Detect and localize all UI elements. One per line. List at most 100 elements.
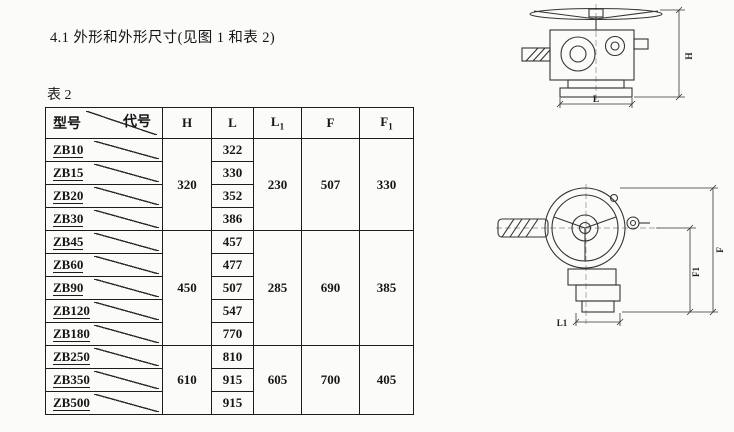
l-value-cell: 386 bbox=[211, 207, 254, 231]
table-row: ZB10 320 322 230 507 330 bbox=[45, 138, 414, 231]
handwheel-icon bbox=[529, 7, 663, 30]
f-value-cell: 690 bbox=[301, 230, 360, 346]
model-cell: ZB30 bbox=[45, 207, 163, 231]
dimension-l1 bbox=[572, 313, 624, 326]
motor-housing bbox=[497, 218, 549, 238]
l-value-cell: 322 bbox=[211, 138, 254, 162]
model-label: ZB20 bbox=[53, 187, 84, 205]
model-cell: ZB15 bbox=[45, 161, 163, 185]
dimension-h bbox=[634, 6, 685, 101]
dim-label-h: H bbox=[685, 52, 695, 60]
cell-diagonal bbox=[94, 302, 159, 320]
table-header-row: 型号 代号 H L L1 F F1 bbox=[45, 107, 414, 139]
l-value-cell: 915 bbox=[211, 368, 254, 392]
col-header-l1-sub: 1 bbox=[279, 121, 285, 132]
figure-front-view: H L bbox=[521, 4, 695, 108]
model-label: ZB15 bbox=[53, 164, 84, 182]
col-header-f: F bbox=[301, 107, 360, 139]
table-row: ZB180 770 bbox=[45, 322, 414, 346]
model-cell: ZB250 bbox=[45, 345, 163, 369]
l1-value-cell: 605 bbox=[253, 345, 302, 415]
model-label: ZB250 bbox=[53, 348, 90, 366]
l-value-cell: 547 bbox=[211, 299, 254, 323]
handwheel-icon bbox=[544, 187, 626, 269]
l-value-cell: 352 bbox=[211, 184, 254, 208]
cell-diagonal bbox=[94, 164, 159, 182]
dimension-l bbox=[556, 98, 636, 108]
table-row: ZB250 610 810 605 700 405 bbox=[45, 345, 414, 415]
model-label: ZB180 bbox=[53, 325, 90, 343]
cell-diagonal bbox=[94, 279, 159, 297]
table-row: ZB350 915 bbox=[45, 368, 414, 392]
dim-label-f: F bbox=[716, 247, 726, 253]
table-caption: 表 2 bbox=[47, 88, 72, 103]
f1-value-cell: 385 bbox=[359, 230, 414, 346]
f1-value-cell: 405 bbox=[359, 345, 414, 415]
l-value-cell: 457 bbox=[211, 230, 254, 254]
model-label: ZB60 bbox=[53, 256, 84, 274]
col-header-l1: L1 bbox=[253, 107, 302, 139]
dimension-f bbox=[620, 184, 718, 316]
l1-value-cell: 285 bbox=[253, 230, 302, 346]
model-label: ZB350 bbox=[53, 371, 90, 389]
model-cell: ZB90 bbox=[45, 276, 163, 300]
diagonal-header-cell: 型号 代号 bbox=[45, 107, 163, 139]
model-label: ZB500 bbox=[53, 394, 90, 412]
dim-label-f1: F1 bbox=[691, 267, 701, 277]
f-value-cell: 507 bbox=[301, 138, 360, 231]
dim-label-l: L bbox=[593, 95, 599, 105]
col-header-l: L bbox=[211, 107, 254, 139]
table-row: ZB30 386 bbox=[45, 207, 414, 231]
diagonal-line bbox=[86, 111, 157, 135]
dimension-f1 bbox=[622, 224, 696, 316]
h-value-cell: 610 bbox=[162, 345, 212, 415]
model-label: ZB10 bbox=[53, 141, 84, 159]
model-cell: ZB500 bbox=[45, 391, 163, 415]
section-heading: 4.1 外形和外形尺寸(见图 1 和表 2) bbox=[50, 30, 276, 46]
h-value-cell: 320 bbox=[162, 138, 212, 231]
dimensions-table: 型号 代号 H L L1 F F1 ZB10 320 322 230 507 3… bbox=[45, 107, 414, 415]
model-cell: ZB120 bbox=[45, 299, 163, 323]
col-header-f1-sub: 1 bbox=[388, 121, 393, 132]
l1-value-cell: 230 bbox=[253, 138, 302, 231]
l-value-cell: 770 bbox=[211, 322, 254, 346]
model-cell: ZB60 bbox=[45, 253, 163, 277]
model-label: ZB45 bbox=[53, 233, 84, 251]
l-value-cell: 507 bbox=[211, 276, 254, 300]
model-cell: ZB10 bbox=[45, 138, 163, 162]
f1-value-cell: 330 bbox=[359, 138, 414, 231]
model-cell: ZB180 bbox=[45, 322, 163, 346]
model-header-label: 型号 bbox=[53, 117, 81, 132]
table-row: ZB60 477 bbox=[45, 253, 414, 277]
figure-side-view: F F1 L1 bbox=[496, 184, 726, 328]
indicator bbox=[626, 216, 650, 230]
l-value-cell: 810 bbox=[211, 345, 254, 369]
cell-diagonal bbox=[94, 325, 159, 343]
l-value-cell: 915 bbox=[211, 391, 254, 415]
left-conduit bbox=[521, 47, 551, 62]
f-value-cell: 700 bbox=[301, 345, 360, 415]
table-row: ZB45 450 457 285 690 385 bbox=[45, 230, 414, 346]
model-cell: ZB45 bbox=[45, 230, 163, 254]
table-row: ZB500 915 bbox=[45, 391, 414, 415]
col-header-l1-base: L bbox=[270, 114, 280, 130]
h-value-cell: 450 bbox=[162, 230, 212, 346]
cell-diagonal bbox=[94, 187, 159, 205]
model-label: ZB30 bbox=[53, 210, 84, 228]
table-row: ZB20 352 bbox=[45, 184, 414, 208]
l-value-cell: 330 bbox=[211, 161, 254, 185]
model-label: ZB120 bbox=[53, 302, 90, 320]
cell-diagonal bbox=[94, 394, 159, 412]
table-row: ZB15 330 bbox=[45, 161, 414, 185]
cell-diagonal bbox=[94, 371, 159, 389]
model-cell: ZB350 bbox=[45, 368, 163, 392]
col-header-f1-base: F bbox=[380, 114, 389, 130]
cell-diagonal bbox=[94, 233, 159, 251]
cell-diagonal bbox=[94, 141, 159, 159]
lower-housing bbox=[567, 268, 621, 313]
actuator-body bbox=[549, 29, 649, 81]
model-label: ZB90 bbox=[53, 279, 84, 297]
dim-label-l1: L1 bbox=[557, 318, 568, 328]
col-header-f1: F1 bbox=[359, 107, 414, 139]
code-header-label: 代号 bbox=[123, 115, 151, 130]
